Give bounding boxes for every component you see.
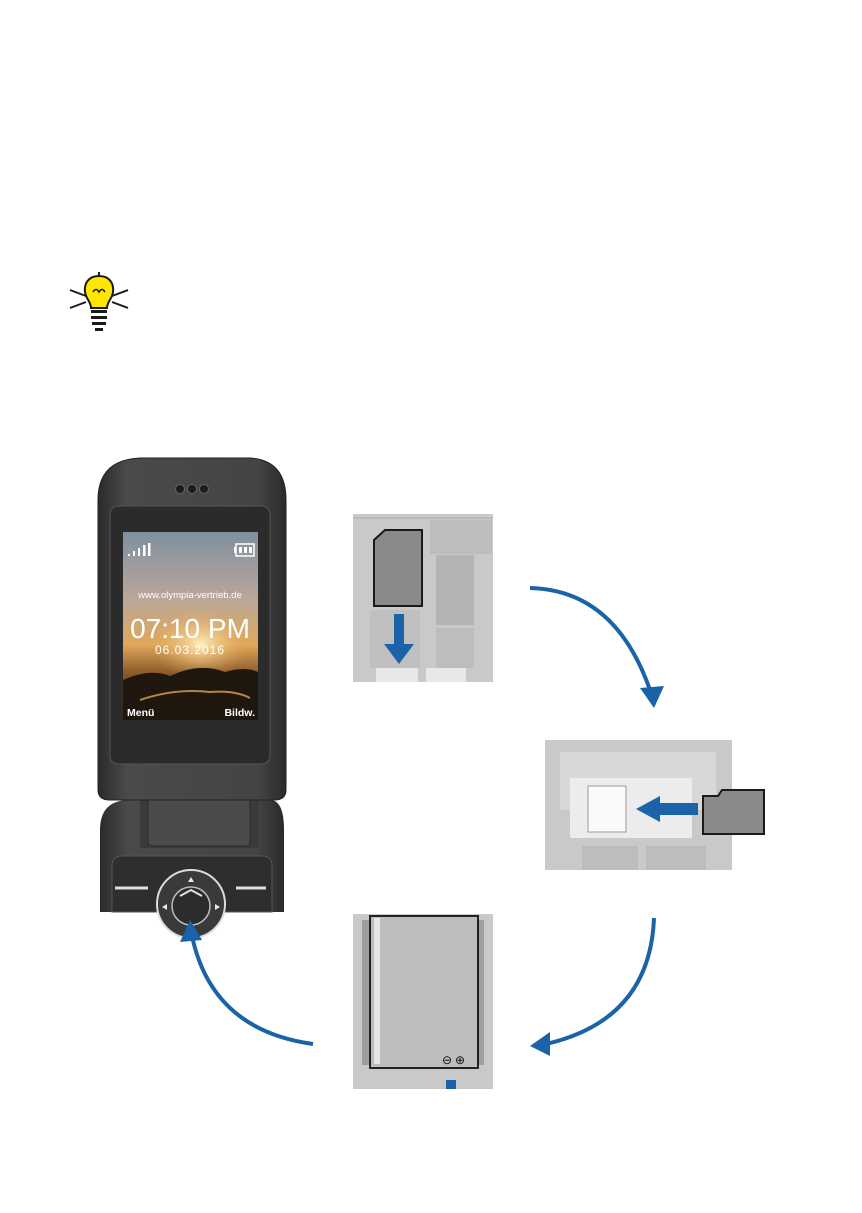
clock-time: 07:10 PM <box>130 613 250 644</box>
micro-sd-card-icon <box>703 790 764 834</box>
battery-minus-symbol: ⊖ <box>442 1053 452 1067</box>
battery-panel: ⊖ ⊕ <box>353 914 493 1089</box>
clock-date: 06.03.2016 <box>155 643 225 657</box>
cycle-arrow-2 <box>530 918 654 1056</box>
center-key[interactable] <box>172 887 210 925</box>
website-text: www.olympia-vertrieb.de <box>137 590 241 601</box>
softkey-right-label[interactable]: Bildw. <box>224 707 255 719</box>
lightbulb-icon <box>70 272 128 331</box>
phone-battery-icon <box>370 916 478 1068</box>
cycle-arrow-3 <box>180 920 313 1044</box>
sim-card-icon <box>374 530 422 606</box>
micro-sd-panel <box>545 740 764 870</box>
sim-card-panel <box>353 514 493 682</box>
mobile-phone: www.olympia-vertrieb.de 07:10 PM 06.03.2… <box>98 458 286 938</box>
phone-display: www.olympia-vertrieb.de 07:10 PM 06.03.2… <box>123 532 258 720</box>
battery-plus-symbol: ⊕ <box>455 1053 465 1067</box>
softkey-left-label[interactable]: Menü <box>127 707 154 719</box>
cycle-arrow-1 <box>530 588 664 708</box>
